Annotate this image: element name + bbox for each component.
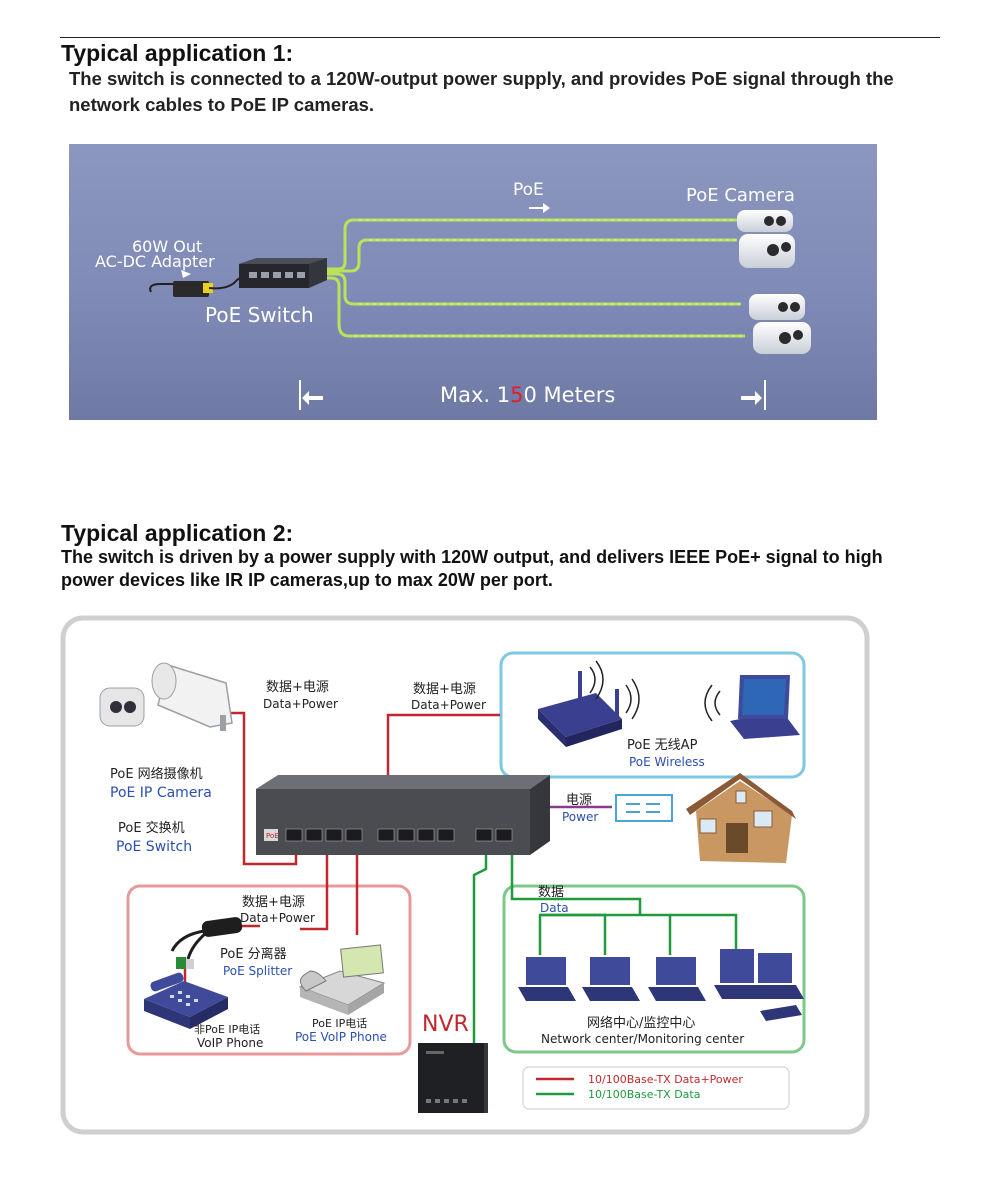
- poe-switch-icon: [256, 775, 550, 855]
- ap-link-cn: 数据+电源: [413, 682, 476, 697]
- poe-camera-icon: [749, 294, 805, 320]
- data-cn: 数据: [538, 885, 564, 900]
- poe-phone-en: PoE VoIP Phone: [295, 1030, 387, 1044]
- distance-label: Max. 150 Meters: [440, 383, 615, 407]
- data-en: Data: [540, 901, 569, 915]
- poe-cables: [321, 218, 745, 338]
- poe-voip-phone-icon: [298, 944, 386, 1015]
- poe-direction-arrow-icon: [529, 203, 550, 213]
- legend-box: [522, 1066, 790, 1110]
- splitter-en: PoE Splitter: [223, 964, 292, 978]
- nonpoe-phone-cn: 非PoE IP电话: [194, 1023, 260, 1036]
- distance-left-marker-icon: [299, 380, 323, 410]
- laptop-icon: [704, 675, 800, 739]
- pc-icon: [518, 957, 576, 1001]
- center-cn: 网络中心/监控中心: [587, 1015, 695, 1031]
- section2-title: Typical application 2:: [61, 520, 294, 546]
- phone-frame: [126, 884, 412, 1056]
- camera-label: PoE Camera: [686, 185, 795, 206]
- application2-diagram: PoE 数据+电源 Data+Power 数据+电源 Data+Power Po…: [60, 615, 870, 1135]
- ac-dc-adapter-icon: [149, 270, 244, 297]
- adapter-label-1: 60W Out: [132, 237, 202, 256]
- poe-camera-icon: [753, 322, 811, 354]
- section1-title: Typical application 1:: [61, 40, 294, 66]
- camera-cn: PoE 网络摄像机: [110, 766, 203, 782]
- monitoring-workstation-icon: [714, 949, 804, 1021]
- ap-cn: PoE 无线AP: [627, 738, 698, 753]
- ap-en: PoE Wireless: [629, 755, 705, 769]
- power-cn: 电源: [566, 793, 592, 808]
- phone-link-cn: 数据+电源: [242, 895, 305, 910]
- poe-splitter-icon: [170, 917, 243, 969]
- poe-switch-icon: [239, 258, 327, 288]
- pc-icon: [582, 957, 640, 1001]
- diagram-frame: [60, 615, 870, 1135]
- house-icon: [686, 773, 796, 863]
- power-en: Power: [562, 810, 598, 824]
- wireless-router-icon: [538, 660, 640, 747]
- adapter-label-2: AC-DC Adapter: [95, 252, 215, 271]
- nonpoe-phone-en: VoIP Phone: [197, 1036, 263, 1050]
- switch-brand: PoE: [266, 832, 279, 840]
- nvr-label: NVR: [422, 1012, 469, 1037]
- poe-phone-cn: PoE IP电话: [312, 1017, 367, 1030]
- ap-link-en: Data+Power: [411, 698, 486, 712]
- voip-phone-icon: [144, 972, 228, 1029]
- wireless-frame: [499, 651, 806, 779]
- ip-camera-icon: [99, 662, 233, 731]
- camera-en: PoE IP Camera: [110, 785, 212, 801]
- top-rule: [60, 37, 940, 38]
- application1-photo: 60W Out AC-DC Adapter PoE Switch PoE PoE…: [69, 144, 877, 420]
- center-en: Network center/Monitoring center: [541, 1032, 744, 1046]
- distance-right-marker-icon: [741, 380, 766, 410]
- section1-description: The switch is connected to a 120W-output…: [69, 68, 894, 115]
- poe-label: PoE: [513, 180, 544, 200]
- section2-description: The switch is driven by a power supply w…: [61, 547, 883, 590]
- pc-icon: [648, 957, 706, 1001]
- poe-camera-icon: [737, 210, 793, 232]
- splitter-cn: PoE 分离器: [220, 946, 287, 962]
- switch-en: PoE Switch: [116, 839, 192, 855]
- phone-link-en: Data+Power: [240, 911, 315, 925]
- switch-label: PoE Switch: [205, 303, 314, 327]
- cam-link-cn: 数据+电源: [266, 680, 329, 695]
- legend-red-label: 10/100Base-TX Data+Power: [588, 1073, 743, 1086]
- network-frame: [502, 884, 806, 1054]
- power-supply-icon: [615, 794, 673, 822]
- poe-camera-icon: [739, 234, 795, 268]
- cam-link-en: Data+Power: [263, 697, 338, 711]
- nvr-device-icon: [418, 1043, 488, 1113]
- switch-cn: PoE 交换机: [118, 820, 185, 836]
- legend-green-label: 10/100Base-TX Data: [588, 1088, 700, 1101]
